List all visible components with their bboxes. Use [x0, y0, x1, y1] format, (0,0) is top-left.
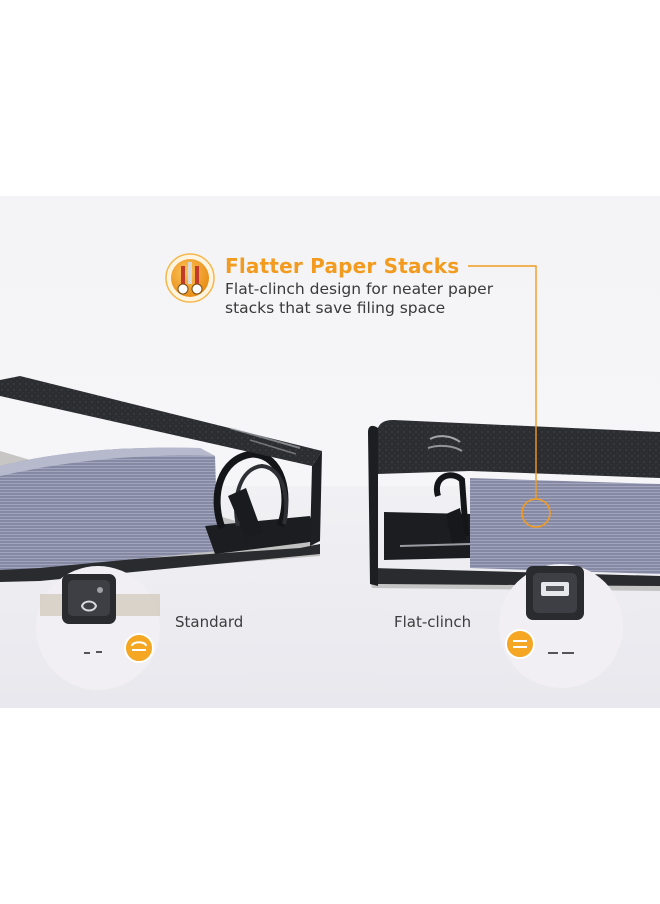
- feature-title: Flatter Paper Stacks: [225, 254, 460, 278]
- callout-leader-line: [468, 265, 537, 499]
- product-photo: Flatter Paper Stacks Flat-clinch design …: [0, 196, 660, 708]
- paper-stack-icon: [165, 253, 215, 303]
- binder-comparison-illustration: [0, 253, 660, 708]
- standard-binder: [0, 376, 322, 582]
- staple-standard-icon: [124, 633, 154, 663]
- flat-clinch-inset: [499, 564, 623, 688]
- staple-flat-icon: [505, 629, 535, 659]
- standard-label: Standard: [175, 613, 244, 631]
- standard-clinch-inset: [36, 566, 160, 690]
- feature-description: Flat-clinch design for neater paper stac…: [225, 280, 494, 317]
- flat-clinch-label: Flat-clinch: [394, 613, 472, 631]
